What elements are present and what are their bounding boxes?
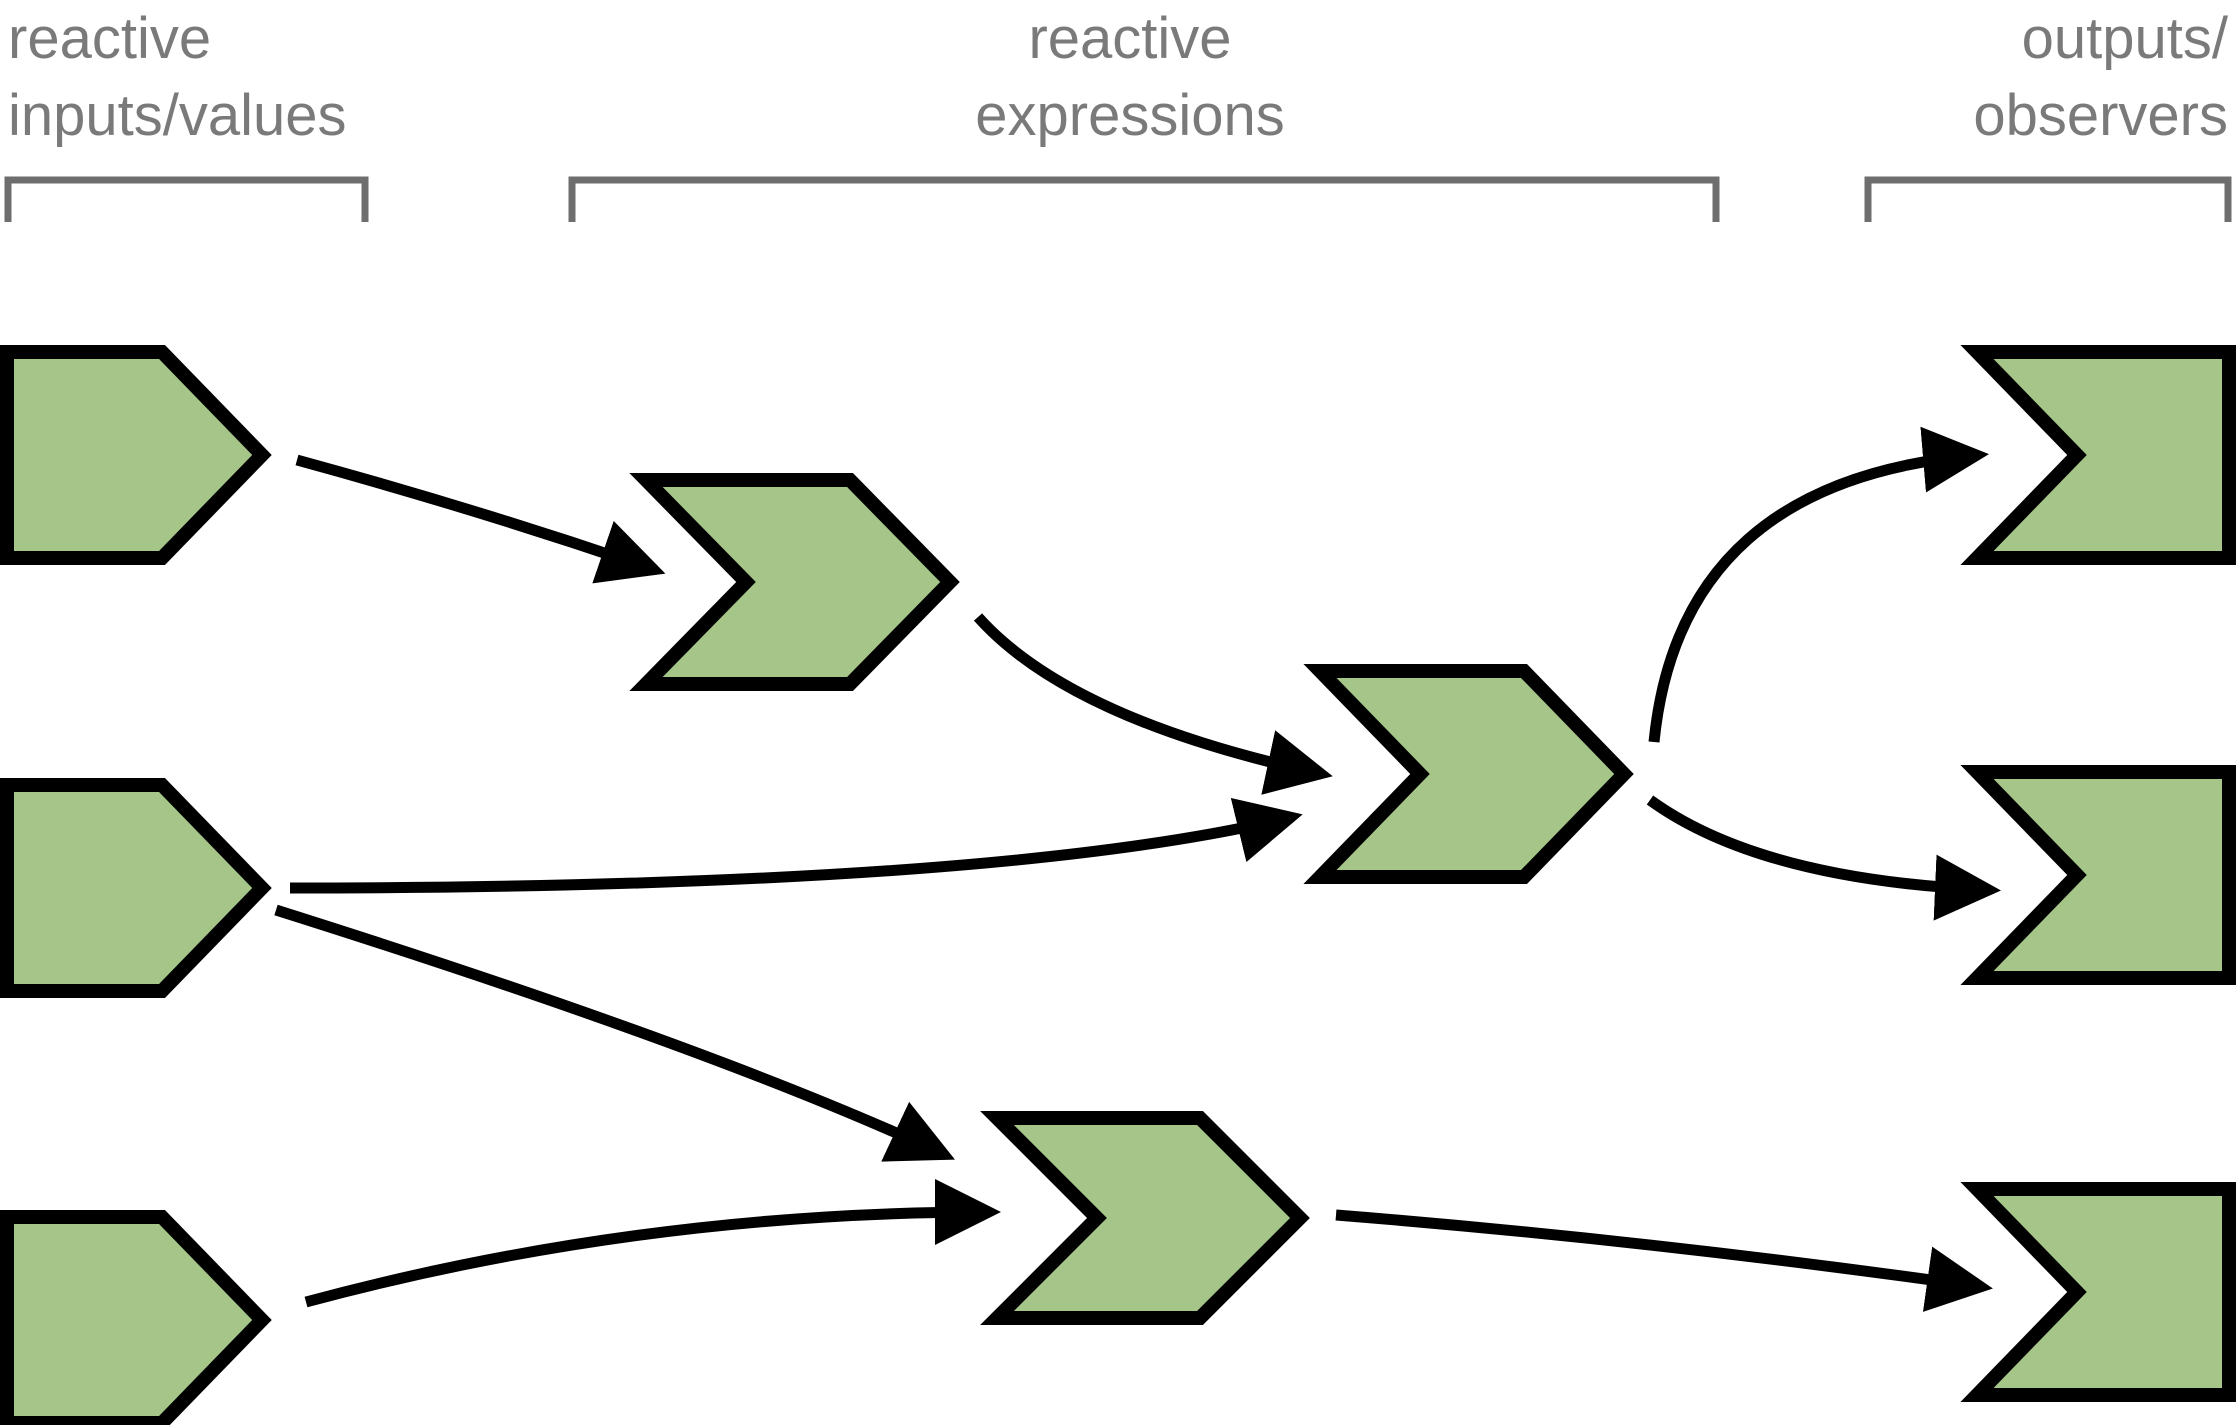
output-node-2[interactable] xyxy=(1960,765,2236,985)
expression-nodes xyxy=(629,473,1634,1325)
inputs-bracket xyxy=(4,176,369,222)
column-header-outputs: outputs/ observers xyxy=(1864,6,2232,222)
outputs-header-line-1: outputs/ xyxy=(2022,6,2229,71)
edge-input-2-to-expression-3 xyxy=(274,904,955,1162)
edge-input-1-to-expression-1 xyxy=(295,454,666,584)
expression-node-2[interactable] xyxy=(1303,664,1634,884)
expressions-header-line-1: reactive xyxy=(1028,6,1231,71)
output-node-3[interactable] xyxy=(1960,1182,2236,1402)
input-node-1[interactable] xyxy=(0,345,272,565)
edge-expression-2-to-output-1 xyxy=(1648,426,1989,743)
inputs-header-line-2: inputs/values xyxy=(8,83,347,148)
edges xyxy=(274,426,2001,1312)
edge-input-2-to-expression-2 xyxy=(289,797,1303,894)
expressions-bracket xyxy=(568,176,1720,222)
input-node-3[interactable] xyxy=(0,1210,272,1425)
edge-expression-3-to-output-3 xyxy=(1335,1209,1993,1312)
expression-node-3[interactable] xyxy=(980,1111,1310,1325)
outputs-bracket xyxy=(1864,176,2232,222)
edge-input-3-to-expression-3 xyxy=(304,1179,1001,1308)
edge-expression-2-to-output-2 xyxy=(1646,795,2001,921)
outputs-header-line-2: observers xyxy=(1973,83,2228,148)
column-header-expressions: reactive expressions xyxy=(568,6,1720,222)
edge-expression-1-to-expression-2 xyxy=(973,613,1333,795)
input-node-2[interactable] xyxy=(0,778,272,998)
expressions-header-line-2: expressions xyxy=(975,83,1284,148)
column-header-inputs: reactive inputs/values xyxy=(4,6,369,222)
input-nodes xyxy=(0,345,272,1425)
output-nodes xyxy=(1960,345,2236,1402)
inputs-header-line-1: reactive xyxy=(8,6,211,71)
output-node-1[interactable] xyxy=(1960,345,2236,565)
expression-node-1[interactable] xyxy=(629,473,960,691)
